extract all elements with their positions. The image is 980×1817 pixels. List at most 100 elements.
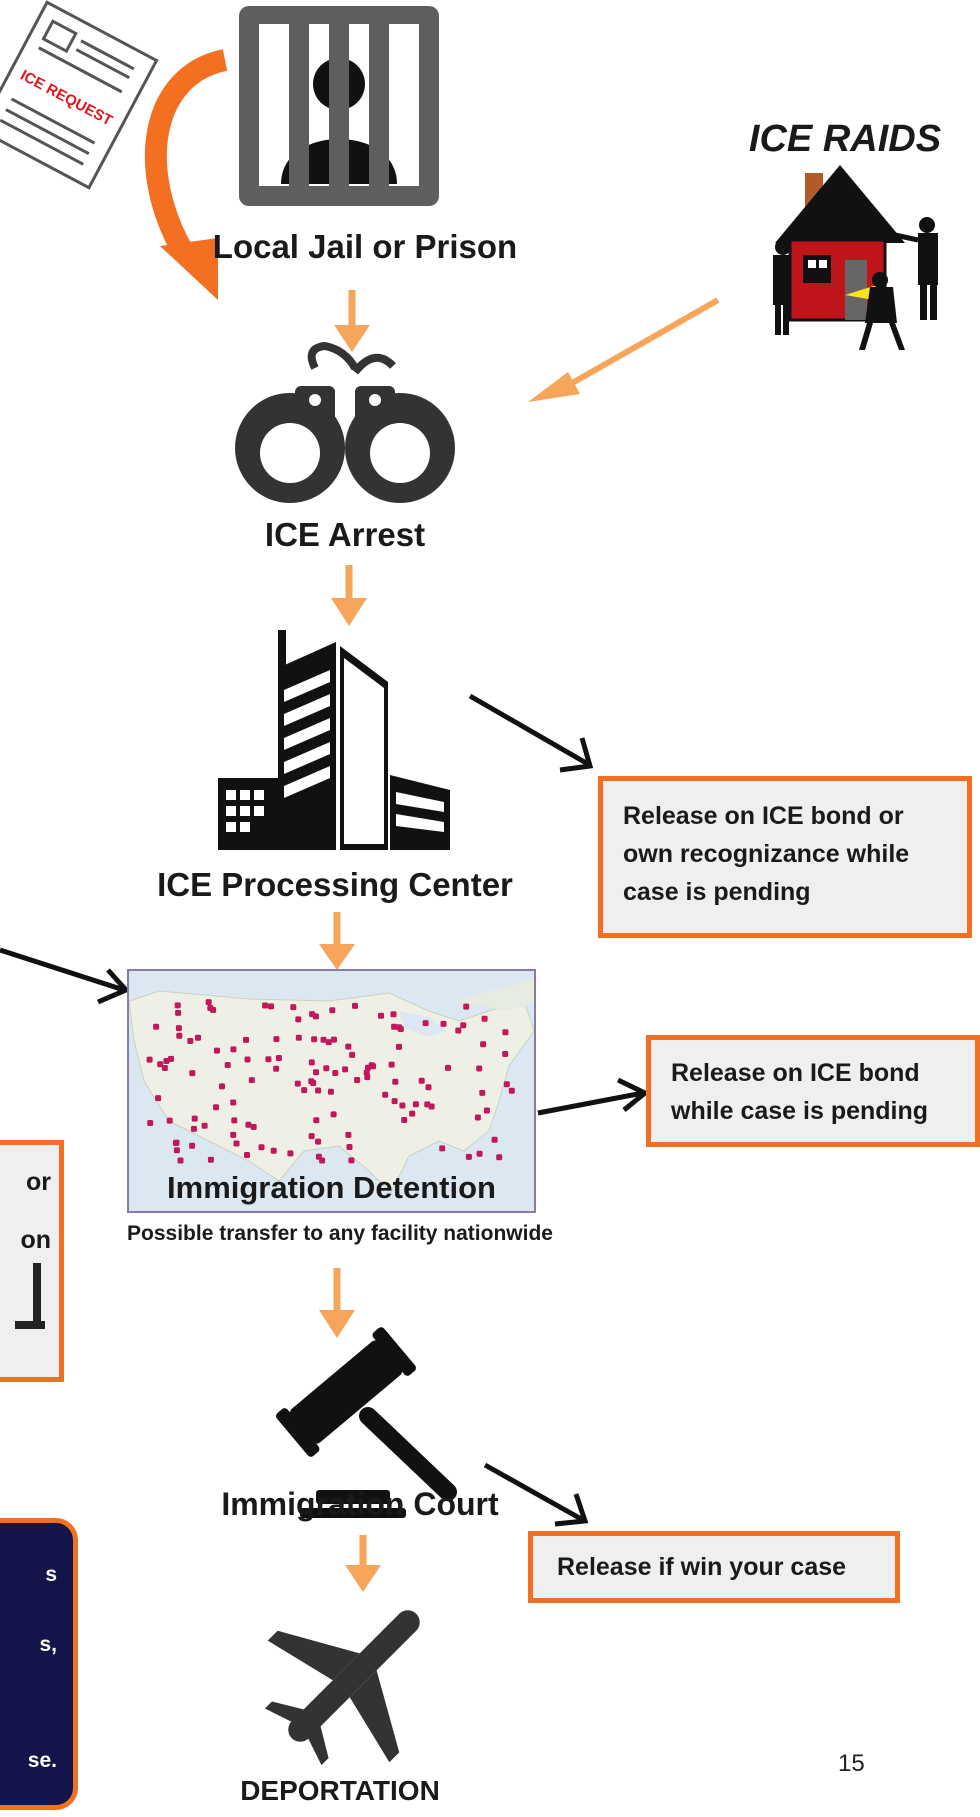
raids-label: ICE RAIDS xyxy=(748,118,942,160)
facility-marker xyxy=(224,1062,231,1068)
facility-marker xyxy=(270,1147,277,1154)
facility-marker xyxy=(173,1147,180,1154)
facility-marker xyxy=(460,1022,467,1029)
facility-marker xyxy=(230,1099,237,1106)
facility-marker xyxy=(391,1098,398,1105)
release-processing-line1: Release on ICE bond or xyxy=(623,802,904,830)
facility-marker xyxy=(273,1065,280,1072)
facility-marker xyxy=(172,1140,179,1146)
arrow-court-to-release xyxy=(483,1462,589,1527)
facility-marker xyxy=(392,1078,399,1085)
facility-marker xyxy=(153,1023,160,1030)
facility-marker xyxy=(491,1136,498,1143)
release-processing-line3: case is pending xyxy=(623,878,811,906)
facility-marker xyxy=(354,1077,361,1083)
facility-marker xyxy=(161,1065,168,1071)
jail-label: Local Jail or Prison xyxy=(212,228,518,265)
facility-marker xyxy=(319,1157,326,1164)
facility-marker xyxy=(368,1062,375,1069)
facility-marker xyxy=(230,1046,237,1053)
facility-marker xyxy=(401,1117,408,1123)
facility-marker xyxy=(483,1107,490,1114)
facility-marker xyxy=(244,1056,251,1063)
facility-marker xyxy=(342,1066,349,1073)
facility-marker xyxy=(445,1064,451,1071)
facility-marker xyxy=(399,1102,406,1109)
arrow-left-to-detention xyxy=(0,947,131,1005)
facility-marker xyxy=(315,1087,322,1094)
facility-marker xyxy=(230,1131,237,1138)
facility-marker xyxy=(191,1115,198,1122)
facility-marker xyxy=(295,1016,302,1023)
release-detention-line1: Release on ICE bond xyxy=(671,1059,920,1087)
page-number: 15 xyxy=(838,1750,865,1777)
facility-marker xyxy=(412,1101,419,1108)
arrow-court-to-deportation xyxy=(345,1535,381,1592)
facility-marker xyxy=(301,1087,308,1094)
handcuffs-icon xyxy=(215,338,475,518)
arrow-detention-to-court xyxy=(319,1268,355,1338)
facility-marker xyxy=(503,1081,510,1088)
detention-label: Immigration Detention xyxy=(167,1170,496,1205)
facility-marker xyxy=(440,1020,447,1027)
facility-marker xyxy=(166,1117,173,1124)
facility-marker xyxy=(391,1023,398,1030)
facility-marker xyxy=(345,1131,352,1138)
navy-line2: s, xyxy=(39,1633,57,1656)
detention-map xyxy=(127,969,536,1213)
facility-marker xyxy=(176,1032,183,1039)
airplane-icon xyxy=(262,1590,442,1766)
ice-request-document: ICE REQUEST xyxy=(0,0,190,200)
facility-marker xyxy=(330,1111,337,1118)
facility-marker xyxy=(207,1005,214,1011)
facility-marker xyxy=(243,1036,249,1043)
arrow-arrest-to-processing xyxy=(331,565,367,626)
release-box-court: Release if win your case xyxy=(528,1531,900,1603)
facility-marker xyxy=(422,1020,429,1027)
arrow-jail-to-arrest xyxy=(334,290,370,352)
facility-marker xyxy=(189,1142,196,1149)
facility-marker xyxy=(348,1157,355,1164)
facility-marker xyxy=(378,1012,384,1019)
facility-marker xyxy=(245,1121,252,1128)
facility-marker xyxy=(309,1011,316,1018)
facility-marker xyxy=(363,1069,370,1076)
facility-marker xyxy=(308,1133,315,1140)
facility-marker xyxy=(332,1070,339,1076)
facility-marker xyxy=(213,1047,220,1054)
release-court-text: Release if win your case xyxy=(557,1553,847,1581)
facility-marker xyxy=(174,1002,181,1009)
request-curved-arrow xyxy=(144,49,228,300)
facility-marker xyxy=(364,1074,371,1081)
left-partial-line1: or xyxy=(26,1168,51,1196)
facility-marker xyxy=(396,1043,402,1050)
facility-marker xyxy=(397,1026,404,1032)
building-icon xyxy=(218,630,453,850)
facility-marker xyxy=(349,1051,356,1058)
facility-marker xyxy=(233,1140,240,1147)
release-box-processing: Release on ICE bond or own recognizance … xyxy=(598,776,972,938)
facility-marker xyxy=(480,1041,487,1048)
facility-marker xyxy=(205,999,212,1006)
facility-marker xyxy=(474,1114,481,1121)
navy-line1: s xyxy=(45,1563,57,1586)
facility-marker xyxy=(313,1117,320,1124)
transfer-note: Possible transfer to any facility nation… xyxy=(127,1222,553,1245)
facility-marker xyxy=(295,1034,302,1041)
facility-marker xyxy=(479,1089,486,1096)
ice-request-document-icon: ICE REQUEST xyxy=(0,0,159,190)
navy-info-box: s s, se. xyxy=(0,1518,78,1810)
gavel-icon xyxy=(276,1322,476,1522)
facility-marker xyxy=(287,1150,294,1157)
facility-marker xyxy=(187,1038,194,1044)
release-processing-line2: own recognizance while xyxy=(623,840,910,868)
facility-marker xyxy=(273,1036,280,1043)
facility-marker xyxy=(455,1027,462,1034)
facility-marker xyxy=(189,1070,196,1077)
facility-marker xyxy=(390,1011,397,1018)
facility-marker xyxy=(275,1055,282,1061)
facility-marker xyxy=(502,1051,509,1057)
arrow-processing-to-detention xyxy=(319,912,355,970)
facility-marker xyxy=(424,1101,431,1108)
facility-marker xyxy=(175,1025,182,1032)
